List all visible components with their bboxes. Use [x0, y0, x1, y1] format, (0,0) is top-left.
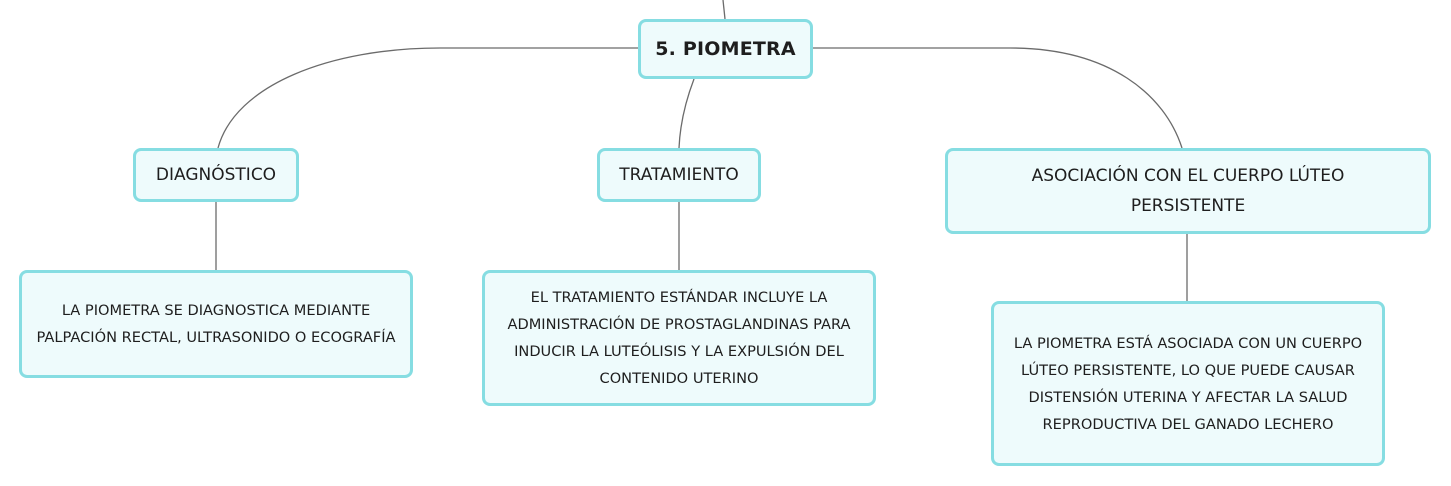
branch-node-label: DIAGNÓSTICO	[155, 165, 277, 185]
connector-root-to-diagnostico	[217, 47, 638, 149]
connector-root-to-asociacion	[813, 47, 1183, 149]
connector-parent-to-root	[722, 0, 726, 20]
connector-root-to-tratamiento	[678, 78, 695, 149]
branch-node-label: ASOCIACIÓN CON EL CUERPO LÚTEO PERSISTEN…	[1031, 166, 1345, 216]
branch-node-asociacion[interactable]: ASOCIACIÓN CON EL CUERPO LÚTEO PERSISTEN…	[945, 148, 1431, 234]
root-node-label: 5. PIOMETRA	[655, 38, 796, 60]
branch-node-tratamiento[interactable]: TRATAMIENTO	[597, 148, 761, 202]
detail-node-diagnostico[interactable]: LA PIOMETRA SE DIAGNOSTICA MEDIANTE PALP…	[19, 270, 413, 378]
detail-node-text: LA PIOMETRA ESTÁ ASOCIADA CON UN CUERPO …	[1013, 334, 1363, 433]
detail-node-text: EL TRATAMIENTO ESTÁNDAR INCLUYE LA ADMIN…	[507, 289, 851, 387]
branch-node-diagnostico[interactable]: DIAGNÓSTICO	[133, 148, 299, 202]
detail-node-asociacion[interactable]: LA PIOMETRA ESTÁ ASOCIADA CON UN CUERPO …	[991, 301, 1385, 466]
detail-node-tratamiento[interactable]: EL TRATAMIENTO ESTÁNDAR INCLUYE LA ADMIN…	[482, 270, 876, 406]
detail-node-text: LA PIOMETRA SE DIAGNOSTICA MEDIANTE PALP…	[36, 302, 396, 346]
root-node[interactable]: 5. PIOMETRA	[638, 19, 813, 79]
branch-node-label: TRATAMIENTO	[619, 165, 739, 185]
